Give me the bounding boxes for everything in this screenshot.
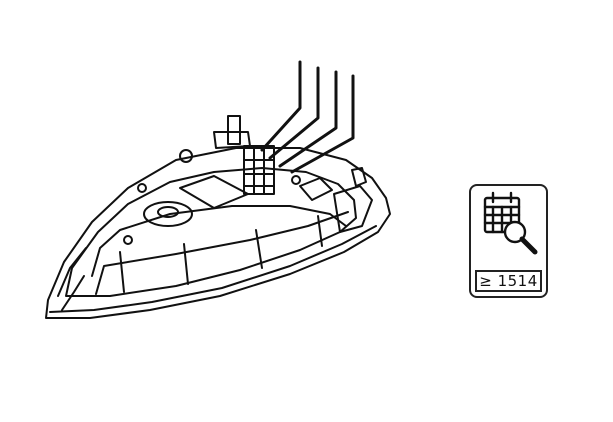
leader-line bbox=[268, 66, 320, 160]
housing-band-lower bbox=[95, 211, 349, 295]
rib bbox=[183, 243, 189, 285]
iron-body bbox=[45, 115, 391, 319]
heel-part bbox=[333, 185, 373, 233]
mount-hole bbox=[291, 175, 301, 185]
stud bbox=[227, 115, 241, 145]
rib bbox=[255, 229, 263, 269]
soleplate bbox=[45, 147, 391, 319]
rib bbox=[317, 215, 323, 247]
version-code: ≥ 1514 bbox=[475, 270, 542, 292]
calendar-search-icon bbox=[483, 191, 538, 255]
soleplate-edge bbox=[49, 225, 377, 313]
terminal-block bbox=[243, 145, 275, 195]
mounting-plate bbox=[179, 175, 249, 209]
mount-hole bbox=[137, 183, 147, 193]
housing bbox=[65, 167, 357, 297]
thermostat-dial-center bbox=[157, 206, 179, 218]
leader-lines bbox=[260, 60, 355, 174]
compatibility-badge: ≥ 1514 bbox=[469, 184, 548, 298]
housing-band bbox=[91, 205, 347, 277]
rib bbox=[119, 251, 125, 293]
mount-hole bbox=[123, 235, 133, 245]
leader-line bbox=[278, 70, 338, 168]
leader-line bbox=[290, 74, 355, 174]
thermostat-dial bbox=[143, 201, 193, 227]
leader-line bbox=[260, 60, 302, 152]
mount-hole bbox=[179, 149, 193, 163]
